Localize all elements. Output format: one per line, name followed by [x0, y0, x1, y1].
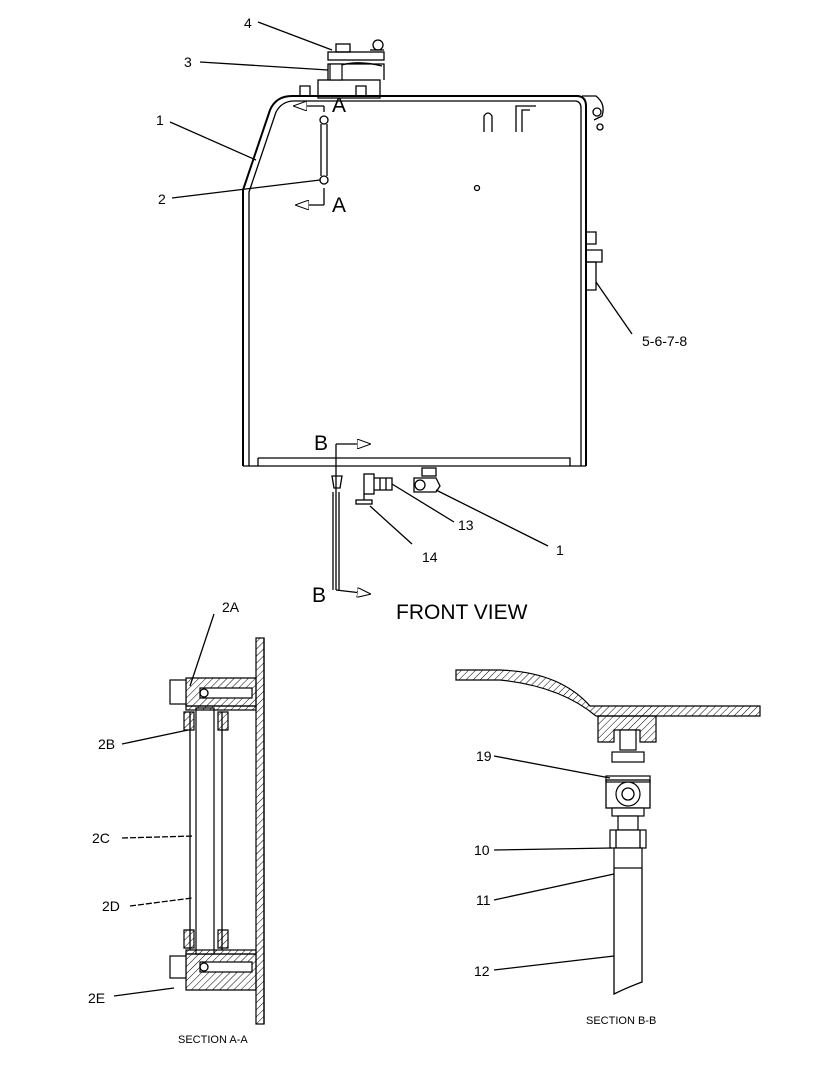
tank-body	[242, 95, 604, 467]
section-b-caption: SECTION B-B	[586, 1015, 656, 1027]
front-view-title: FRONT VIEW	[396, 601, 528, 624]
sight-gauge	[319, 115, 329, 185]
drain-fittings: B B	[312, 432, 441, 607]
front-view: A A B B	[156, 15, 687, 624]
section-b-b: 19 10 11 12 SECTION B-B	[455, 669, 761, 1027]
section-mark-a-bottom: A	[332, 194, 346, 217]
callout-13: 13	[458, 517, 474, 533]
callout-3: 3	[184, 54, 192, 70]
callout-2b: 2B	[98, 736, 115, 752]
section-mark-a-top: A	[332, 94, 346, 117]
callout-2a: 2A	[222, 599, 240, 615]
filler-cap-assembly	[299, 39, 385, 99]
callout-5-6-7-8: 5-6-7-8	[642, 333, 687, 349]
callout-10: 10	[474, 842, 490, 858]
callout-1-top: 1	[156, 112, 164, 128]
section-mark-b-top: B	[314, 432, 328, 455]
section-a-marker: A A	[294, 94, 346, 217]
section-a-caption: SECTION A-A	[178, 1034, 248, 1046]
callout-1-bottom: 1	[556, 542, 564, 558]
callout-19: 19	[476, 748, 492, 764]
section-mark-b-bottom: B	[312, 584, 326, 607]
callout-2e: 2E	[88, 990, 105, 1006]
callout-11: 11	[476, 892, 491, 908]
callout-2c: 2C	[92, 830, 110, 846]
callout-2: 2	[158, 191, 166, 207]
callout-2d: 2D	[102, 898, 120, 914]
section-a-a: 2A 2B 2C 2D 2E SECTION A-A	[88, 599, 265, 1046]
callout-14: 14	[422, 549, 438, 565]
callout-12: 12	[474, 963, 490, 979]
callout-4: 4	[244, 15, 252, 31]
